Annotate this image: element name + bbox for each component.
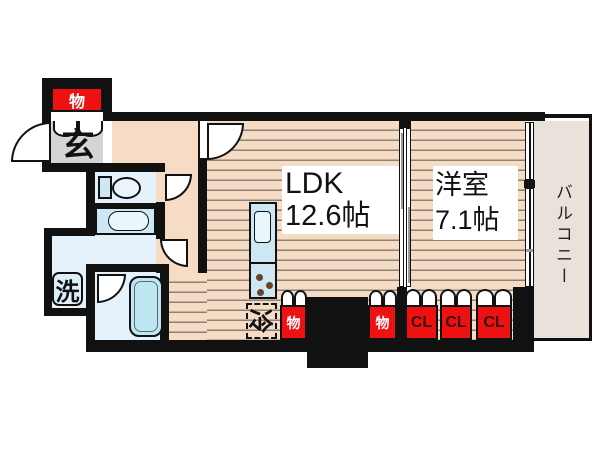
window-upper: [525, 122, 534, 180]
washer-label: 洗: [55, 278, 80, 306]
window-sash-joint: [526, 249, 533, 252]
bathtub: [129, 276, 163, 337]
bedroom-storage-label: 物: [375, 314, 390, 331]
closet-box-3: CL: [476, 305, 512, 340]
balcony-floor: [534, 121, 589, 338]
refrigerator-space: 冷: [245, 303, 277, 339]
wall-entrance-left-upper: [42, 87, 51, 123]
closet-door-arc: [456, 289, 472, 305]
ldk-name: LDK: [285, 167, 344, 200]
storage-door-arc: [281, 290, 294, 305]
kitchen-sink: [254, 211, 271, 243]
wall-top-main: [103, 112, 545, 121]
wall-window-mullion: [524, 180, 535, 188]
window-sash-line: [529, 189, 531, 286]
closet-door-arc: [421, 289, 437, 305]
sliding-door-track-right: [406, 128, 411, 287]
wall-bedroom-right-low: [513, 287, 534, 352]
kitchen-storage-box: 物: [280, 305, 307, 340]
entrance-storage-box: 物: [51, 87, 103, 112]
closet-door-arc: [440, 289, 456, 305]
bedroom-name: 洋室: [435, 170, 489, 200]
wall-bathroom-left: [86, 264, 95, 352]
wall-entrance-top: [42, 78, 112, 87]
kitchen-counter: [249, 202, 277, 299]
entrance-storage-door-arc: [78, 121, 103, 137]
wall-washroom-topleft: [44, 228, 95, 236]
basin-bowl: [108, 211, 149, 231]
wall-entrance-right: [103, 87, 112, 121]
wall-balcony-bottom: [534, 338, 592, 341]
wall-entrance-bottom: [42, 163, 165, 172]
bedroom-storage-box: 物: [368, 305, 397, 340]
entrance-storage-label: 物: [68, 93, 85, 111]
stove-burner: [257, 289, 264, 296]
closet-door-arc: [494, 289, 512, 305]
wall-balcony-right: [589, 114, 592, 341]
stove-burner: [266, 282, 273, 289]
closet-box-2: CL: [440, 305, 472, 340]
ldk-size: 12.6帖: [285, 200, 371, 232]
wall-partition-top: [399, 112, 411, 128]
window-sash-line: [529, 123, 531, 179]
sliding-door-track-left: [399, 128, 404, 287]
wall-corridor-sanitary-mid: [156, 202, 165, 239]
closet-label-1: CL: [410, 313, 433, 331]
refrigerator-label: 冷: [245, 308, 274, 334]
kitchen-counter-divider: [251, 262, 275, 264]
wall-bathroom-right: [160, 264, 169, 352]
kitchen-floor: [169, 273, 207, 340]
closet-door-arc: [405, 289, 421, 305]
kitchen-storage-label: 物: [286, 314, 301, 331]
toilet-tank: [98, 176, 112, 199]
stove-burner: [256, 274, 263, 281]
pillar-shaft: [307, 297, 368, 368]
storage-door-arc: [369, 290, 383, 305]
wall-balcony-top: [545, 114, 592, 118]
entry-door-arc: [11, 122, 51, 162]
storage-door-arc: [294, 290, 307, 305]
entrance-storage-door-arc: [53, 121, 78, 137]
storage-door-arc: [383, 290, 397, 305]
bedroom-size: 7.1帖: [435, 205, 500, 235]
wall-washroom-left: [44, 228, 52, 316]
entrance-label: 玄: [61, 126, 95, 163]
closet-label-2: CL: [445, 313, 467, 331]
sliding-door-panel: [400, 133, 403, 209]
wall-washroom-bath-partition: [86, 264, 169, 272]
closet-box-1: CL: [405, 305, 438, 340]
wall-washroom-bottomleft: [44, 308, 95, 316]
wall-partition-bottom: [397, 287, 407, 352]
wall-corridor-ldk: [198, 158, 207, 273]
toilet-bowl: [112, 177, 141, 199]
balcony-label: バルコニー: [553, 182, 572, 288]
bathtub-inner-line: [134, 281, 158, 332]
sliding-door-panel: [407, 207, 410, 283]
closet-door-arc: [476, 289, 494, 305]
closet-label-3: CL: [483, 313, 505, 331]
washer-space: 洗: [52, 272, 83, 306]
window-lower: [525, 188, 534, 287]
wall-bottom-main: [86, 340, 534, 352]
bedroom-label-box: 洋室 7.1帖: [433, 166, 518, 240]
wall-ldk-door-line: [198, 121, 200, 158]
ldk-label-box: LDK 12.6帖: [282, 166, 399, 234]
